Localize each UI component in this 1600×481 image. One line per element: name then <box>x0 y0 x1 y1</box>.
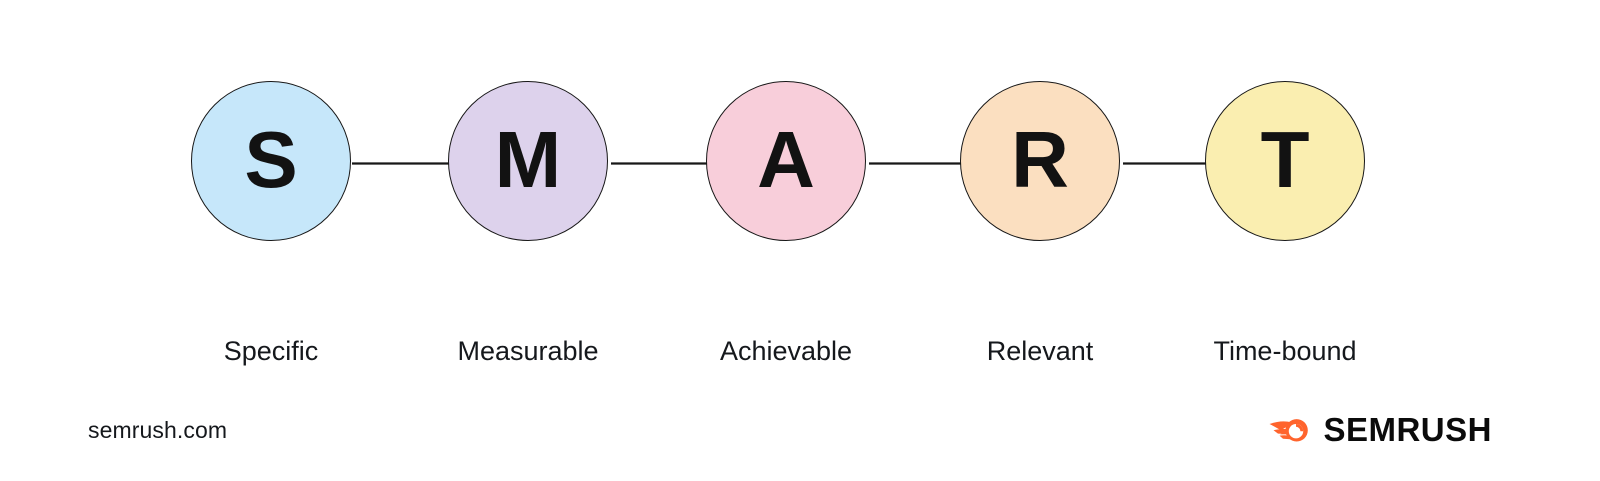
smart-node-letter: T <box>1260 115 1310 204</box>
smart-node-relevant[interactable]: R <box>960 81 1120 241</box>
smart-node-letter: M <box>494 115 562 204</box>
site-url-text: semrush.com <box>88 417 228 443</box>
diagram-footer: semrush.com SEMRUSH <box>0 400 1600 481</box>
smart-node-specific[interactable]: S <box>191 81 351 241</box>
semrush-logo[interactable]: SEMRUSH <box>1269 412 1492 446</box>
smart-label-relevant: Relevant <box>986 336 1094 366</box>
smart-node-letter: S <box>244 115 298 204</box>
smart-node-measurable[interactable]: M <box>448 81 608 241</box>
smart-label-measurable: Measurable <box>457 336 599 366</box>
smart-label-achievable: Achievable <box>719 336 853 366</box>
smart-node-letter: A <box>757 115 815 204</box>
smart-label-specific: Specific <box>223 336 319 366</box>
semrush-comet-icon <box>1269 419 1309 442</box>
smart-node-letter: R <box>1011 115 1069 204</box>
smart-node-achievable[interactable]: A <box>706 81 866 241</box>
semrush-wordmark: SEMRUSH <box>1323 410 1492 448</box>
smart-label-time-bound: Time-bound <box>1213 336 1357 366</box>
smart-node-chain: S Specific M Measurable A Achievable R R… <box>185 78 1380 366</box>
smart-node-time-bound[interactable]: T <box>1205 81 1365 241</box>
